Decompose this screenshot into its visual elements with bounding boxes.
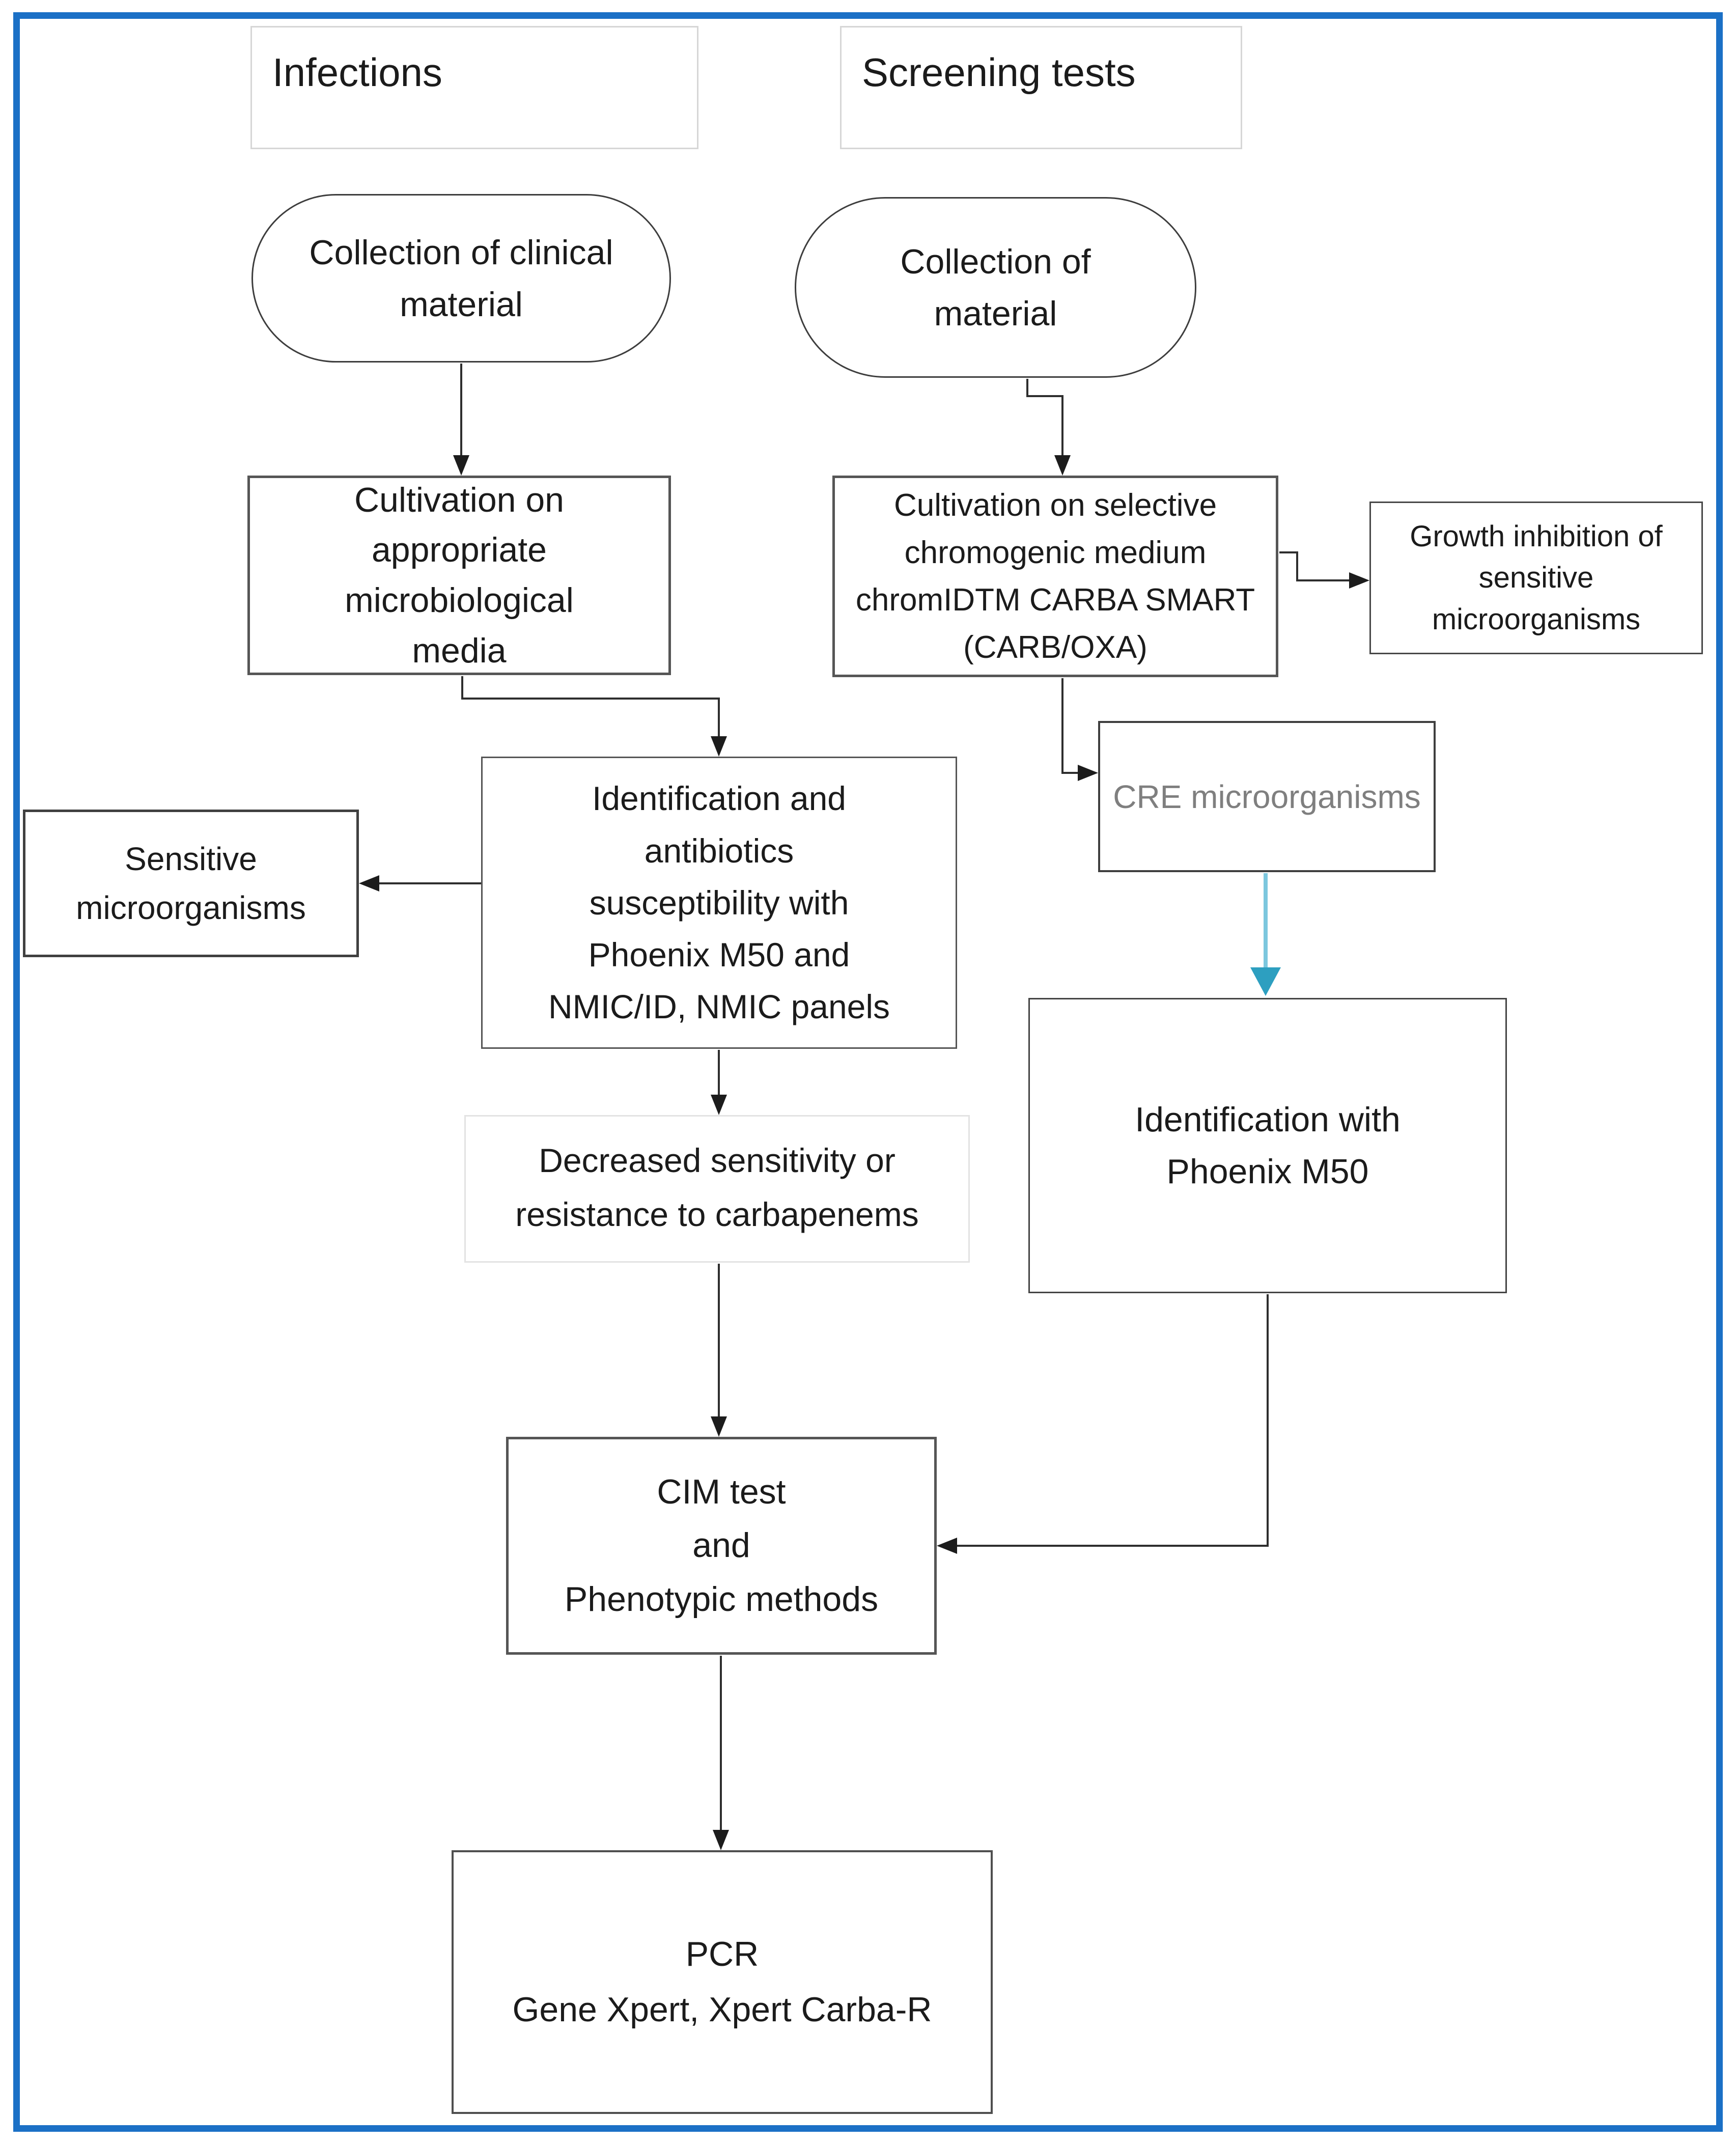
- node-growth-inhibition-sensitive-microorganisms: Growth inhibition of sensitive microorga…: [1369, 502, 1703, 654]
- node-cim-test-phenotypic-methods: CIM test and Phenotypic methods: [506, 1437, 937, 1655]
- node-cultivation-selective-chromogenic-medium: Cultivation on selective chromogenic med…: [832, 476, 1278, 677]
- node-identification-antibiotics-susceptibility: Identification and antibiotics susceptib…: [481, 757, 957, 1049]
- node-collection-of-clinical-material: Collection of clinical material: [251, 194, 671, 363]
- node-cre-microorganisms: CRE microorganisms: [1098, 721, 1436, 872]
- column-header-screening-tests: Screening tests: [840, 26, 1242, 149]
- node-identification-with-phoenix-m50: Identification with Phoenix M50: [1028, 998, 1507, 1293]
- node-cultivation-appropriate-media: Cultivation on appropriate microbiologic…: [247, 476, 671, 675]
- node-collection-of-material: Collection of material: [795, 197, 1196, 378]
- node-sensitive-microorganisms: Sensitive microorganisms: [23, 810, 359, 957]
- node-decreased-sensitivity-resistance: Decreased sensitivity or resistance to c…: [464, 1115, 970, 1263]
- column-header-infections: Infections: [250, 26, 698, 149]
- node-pcr-gene-xpert: PCR Gene Xpert, Xpert Carba-R: [452, 1850, 993, 2114]
